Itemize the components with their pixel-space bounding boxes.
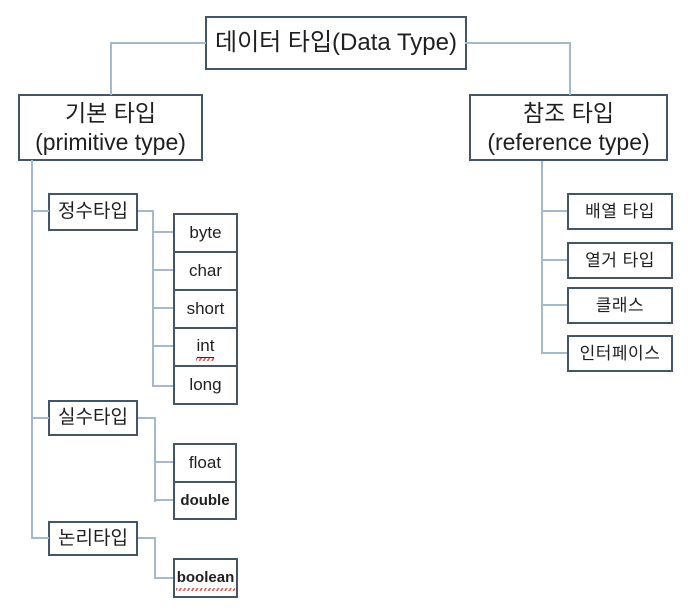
connector-line [31, 417, 49, 419]
connector-line [152, 345, 173, 347]
node-integer-group: 정수타입 [48, 193, 138, 231]
node-primitive-type: 기본 타입 (primitive type) [18, 94, 203, 161]
node-array-type: 배열 타입 [567, 193, 673, 230]
node-boolean: boolean [173, 558, 238, 598]
float-label: float [188, 453, 222, 472]
node-short: short [173, 289, 238, 329]
floating-group-label: 실수타입 [58, 407, 128, 429]
connector-line [152, 210, 154, 387]
node-enum-type: 열거 타입 [567, 242, 673, 279]
connector-line [110, 42, 206, 44]
connector-line [541, 304, 567, 306]
connector-line [31, 210, 49, 212]
reference-subtitle: (reference type) [487, 128, 650, 155]
reference-title: 참조 타입 [522, 99, 615, 126]
boolean-label: boolean [175, 568, 235, 592]
node-float: float [173, 443, 237, 483]
node-root-data-type: 데이터 타입(Data Type) [205, 16, 467, 70]
enum-type-label: 열거 타입 [585, 250, 655, 270]
node-byte: byte [173, 213, 238, 253]
short-label: short [186, 299, 225, 318]
long-label: long [189, 375, 222, 394]
connector-line [569, 42, 571, 95]
byte-label: byte [189, 223, 222, 242]
connector-line [154, 537, 156, 579]
node-logical-group: 논리타입 [48, 521, 138, 556]
char-label: char [188, 261, 223, 280]
integer-types-column: byte char short int long [173, 213, 238, 405]
node-interface-type: 인터페이스 [567, 335, 673, 372]
node-reference-type: 참조 타입 (reference type) [469, 94, 668, 161]
logical-group-label: 논리타입 [58, 527, 128, 549]
connector-line [154, 577, 173, 579]
connector-line [152, 307, 173, 309]
connector-line [138, 417, 156, 419]
int-label: int [195, 336, 216, 361]
node-class-type: 클래스 [567, 287, 673, 324]
interface-type-label: 인터페이스 [579, 343, 661, 363]
connector-line [31, 160, 33, 539]
connector-line [138, 537, 156, 539]
connector-line [541, 161, 543, 354]
primitive-subtitle: (primitive type) [35, 128, 186, 155]
connector-line [154, 461, 173, 463]
node-root-label: 데이터 타입(Data Type) [214, 29, 457, 56]
connector-line [152, 231, 173, 233]
connector-line [152, 269, 173, 271]
connector-line [31, 537, 49, 539]
node-floating-group: 실수타입 [48, 400, 138, 436]
node-long: long [173, 365, 238, 405]
array-type-label: 배열 타입 [585, 201, 655, 221]
connector-line [541, 259, 567, 261]
connector-line [541, 352, 567, 354]
double-label: double [180, 492, 230, 509]
primitive-title: 기본 타입 [64, 99, 157, 126]
connector-line [465, 42, 571, 44]
node-char: char [173, 251, 238, 291]
node-int: int [173, 327, 238, 367]
connector-line [154, 499, 173, 501]
connector-line [152, 385, 173, 387]
floating-types-column: float double [173, 443, 237, 520]
connector-line [110, 42, 112, 95]
integer-group-label: 정수타입 [58, 201, 128, 223]
node-double: double [173, 481, 237, 520]
connector-line [154, 417, 156, 502]
class-type-label: 클래스 [595, 295, 645, 315]
connector-line [541, 210, 567, 212]
connector-line [138, 210, 154, 212]
